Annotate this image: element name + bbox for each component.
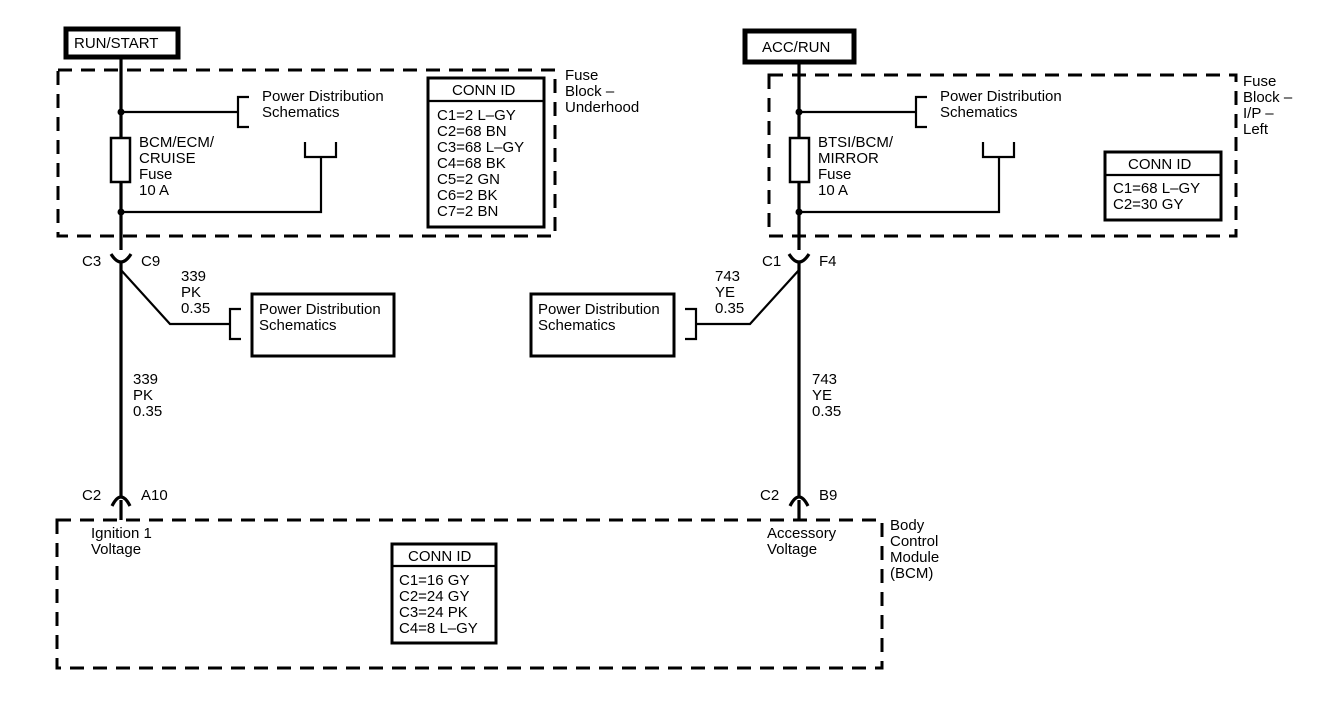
right-circuit: C1 F4 743 YE 0.35 Power Distribution Sch…: [529, 253, 841, 558]
left-power-dist-box: Power Distribution Schematics: [250, 292, 396, 358]
c2-b9-connector: [788, 495, 810, 507]
left-conn-bottom-left: C2: [82, 487, 101, 504]
underhood-conn-id-rows: C1=2 L–GY C2=68 BN C3=68 L–GY C4=68 BK C…: [437, 107, 528, 220]
bcm-label: Body Control Module (BCM): [890, 517, 943, 582]
right-conn-bottom-left: C2: [760, 487, 779, 504]
bcm-conn-id-table: CONN ID C1=16 GY C2=24 GY C3=24 PK C4=8 …: [390, 542, 498, 645]
ignition-1-voltage-label: Ignition 1 Voltage: [91, 525, 156, 558]
underhood-conn-id-title: CONN ID: [452, 82, 516, 99]
fuse-block-ip-left: Fuse Block – I/P – Left Power Distributi…: [767, 62, 1296, 250]
underhood-power-dist-label: Power Distribution Schematics: [262, 88, 388, 121]
bcm-ecm-cruise-fuse: [109, 136, 132, 184]
left-conn-bottom-right: A10: [141, 487, 168, 504]
left-circuit: C3 C9 339 PK 0.35 Power Distribution Sch…: [82, 253, 396, 558]
right-conn-top-left: C1: [762, 253, 781, 270]
btsi-bcm-mirror-fuse-label: BTSI/BCM/ MIRROR Fuse 10 A: [818, 134, 897, 199]
acc-run-label: ACC/RUN: [762, 39, 830, 56]
run-start-label: RUN/START: [74, 35, 158, 52]
ip-left-conn-id-table: CONN ID C1=68 L–GY C2=30 GY: [1103, 150, 1223, 222]
acc-run-source: ACC/RUN: [742, 28, 857, 65]
bcm-conn-id-rows: C1=16 GY C2=24 GY C3=24 PK C4=8 L–GY: [399, 572, 478, 637]
left-conn-top-right: C9: [141, 253, 160, 270]
accessory-voltage-label: Accessory Voltage: [767, 525, 840, 558]
body-control-module: Body Control Module (BCM) CONN ID C1=16 …: [55, 517, 943, 670]
right-conn-top-right: F4: [819, 253, 837, 270]
fuse-block-ip-left-label: Fuse Block – I/P – Left: [1243, 73, 1296, 138]
fuse-block-underhood: Fuse Block – Underhood Power Distributio…: [56, 57, 639, 250]
ip-left-conn-id-title: CONN ID: [1128, 156, 1192, 173]
right-power-dist-box-label: Power Distribution Schematics: [538, 301, 664, 334]
ip-left-power-dist-label: Power Distribution Schematics: [940, 88, 1066, 121]
left-power-dist-box-label: Power Distribution Schematics: [259, 301, 385, 334]
left-conn-top-left: C3: [82, 253, 101, 270]
right-main-wire-label: 743 YE 0.35: [812, 371, 841, 420]
btsi-bcm-mirror-fuse: [788, 136, 811, 184]
underhood-conn-id-table: CONN ID C1=2 L–GY C2=68 BN C3=68 L–GY C4…: [426, 76, 546, 229]
ip-left-conn-id-rows: C1=68 L–GY C2=30 GY: [1113, 180, 1204, 213]
right-power-dist-box: Power Distribution Schematics: [529, 292, 676, 358]
fuse-block-underhood-label: Fuse Block – Underhood: [565, 67, 639, 116]
bcm-ecm-cruise-fuse-label: BCM/ECM/ CRUISE Fuse 10 A: [139, 134, 218, 199]
bcm-conn-id-title: CONN ID: [408, 548, 472, 565]
left-main-wire-label: 339 PK 0.35: [133, 371, 162, 420]
run-start-source: RUN/START: [63, 26, 181, 60]
c3-c9-connector: [109, 253, 133, 264]
left-splice-wire-label: 339 PK 0.35: [181, 268, 210, 317]
c1-f4-connector: [787, 253, 811, 264]
right-splice-wire-label: 743 YE 0.35: [715, 268, 744, 317]
c2-a10-connector: [110, 495, 132, 507]
right-conn-bottom-right: B9: [819, 487, 837, 504]
